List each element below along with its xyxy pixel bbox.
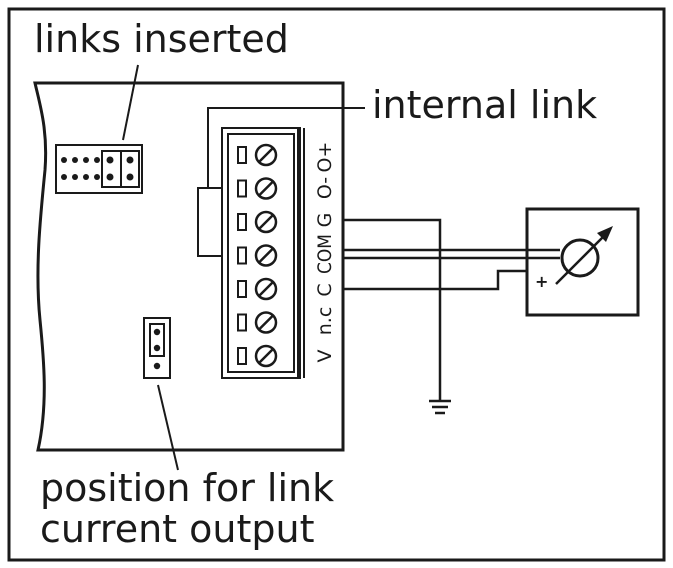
- terminal-label-o-minus: O-: [314, 177, 336, 199]
- label-links-inserted: links inserted: [34, 17, 289, 61]
- device-board: [33, 81, 345, 452]
- screw-terminal-icon: [237, 210, 278, 234]
- jumper-link-icon: [101, 150, 140, 188]
- screw-terminal-icon: [237, 143, 278, 167]
- screw-terminal-icon: [237, 177, 278, 200]
- meter-icon: [555, 226, 613, 285]
- position-leader: [157, 384, 179, 471]
- pin-dots: [61, 157, 100, 180]
- terminal-label-com: COM: [314, 234, 336, 274]
- screw-terminal-icon: [237, 277, 278, 301]
- label-position-line2: current output: [40, 507, 315, 551]
- ground-wire: [343, 218, 442, 400]
- terminal-block: [221, 127, 305, 379]
- terminal-label-v: V: [314, 350, 336, 363]
- current-output-link: [143, 317, 179, 471]
- ground-icon: [429, 399, 451, 415]
- label-position-line1: position for link: [40, 466, 334, 510]
- label-internal-link: internal link: [372, 83, 597, 127]
- terminal-label-g: G: [314, 213, 336, 228]
- outer-frame: [7, 7, 666, 562]
- wiring: [343, 218, 527, 400]
- meter-box: +: [525, 207, 640, 317]
- screw-terminals: [237, 143, 278, 368]
- screw-terminal-icon: [237, 244, 278, 267]
- terminal-label-c: C: [314, 283, 336, 296]
- terminal-label-nc: n.c: [314, 307, 336, 336]
- screw-terminal-icon: [237, 311, 278, 334]
- screw-terminal-icon: [237, 344, 278, 368]
- terminal-label-o-plus: O+: [314, 142, 336, 173]
- terminal-labels: O+ O- G COM C n.c V: [314, 142, 336, 363]
- c-wire: [343, 269, 527, 291]
- links-leader: [122, 64, 139, 141]
- links-header: [55, 144, 143, 194]
- meter-plus-sign: +: [535, 272, 548, 291]
- links-block: [55, 64, 143, 194]
- internal-link: [197, 107, 365, 257]
